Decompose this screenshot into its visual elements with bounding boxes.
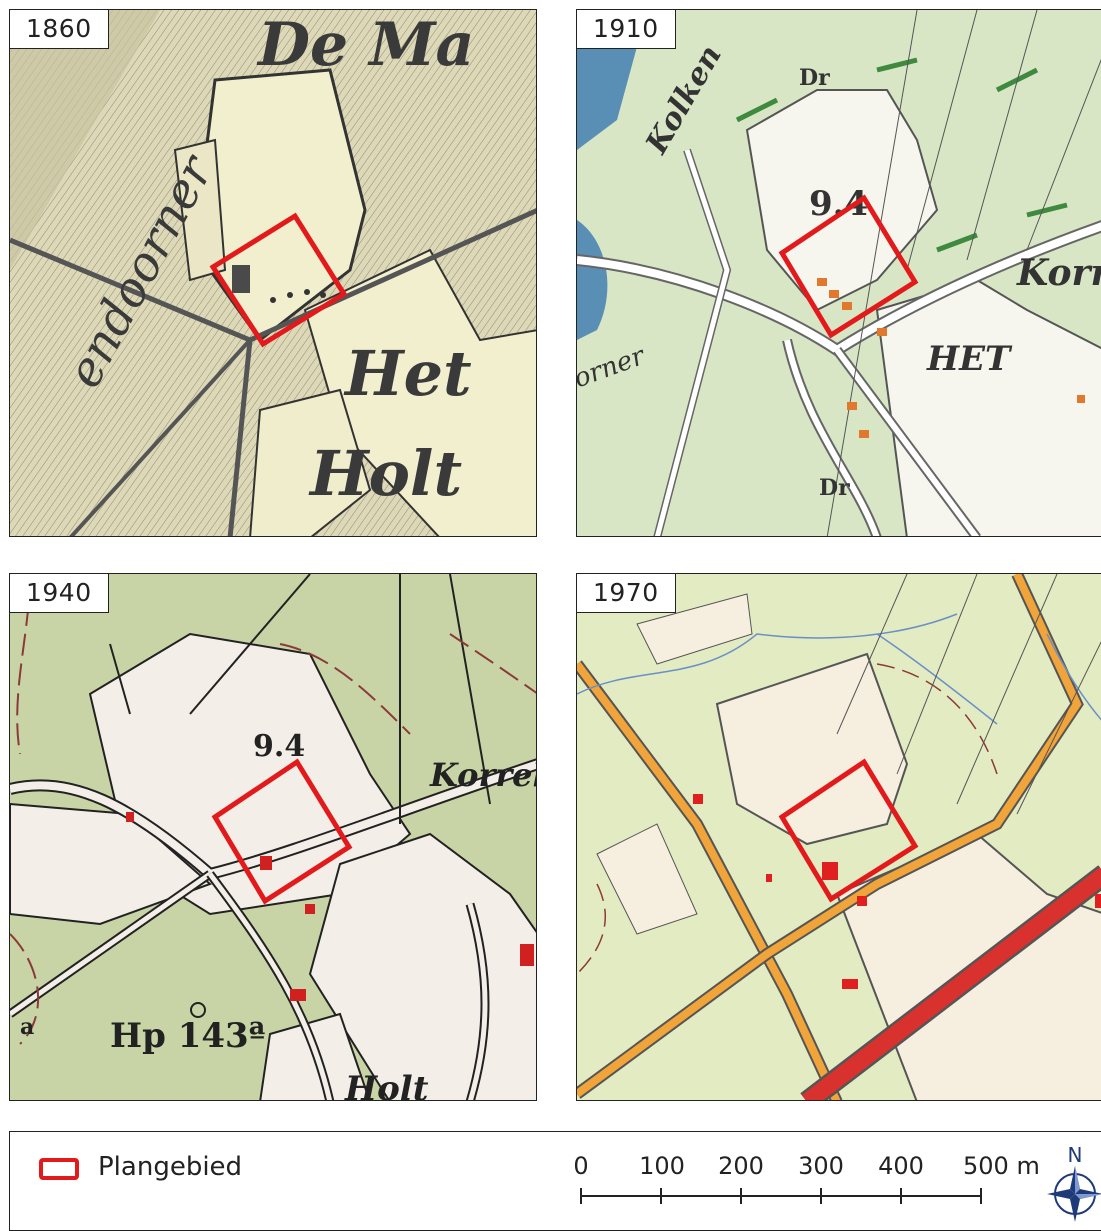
map-label: Korre [1016,252,1101,294]
historic-map-1970 [577,574,1101,1100]
legend-box: Plangebied 0 100 200 300 400 500 m N [9,1131,1101,1231]
north-label: N [1068,1143,1083,1167]
historic-map-1860: De Ma endoorner Het Holt [10,10,536,536]
plangebied-legend-symbol [39,1158,79,1180]
year-label: 1910 [577,10,676,49]
map-label: Dr [819,475,850,501]
map-label: Hp 143ª [110,1016,265,1056]
year-label: 1940 [10,574,109,613]
map-panel-1860: De Ma endoorner Het Holt 1860 [9,9,537,537]
map-label: Holt [344,1069,429,1101]
map-panel-1970: 1970 [576,573,1101,1101]
scale-tick-label: 400 [878,1152,924,1180]
scale-tick-label: 500 m [963,1152,1040,1180]
legend-label: Plangebied [98,1152,243,1182]
map-label: a [20,1014,34,1040]
map-label: HET [926,339,1013,379]
map-label: 9.4 [253,729,305,764]
scale-tick-label: 300 [798,1152,844,1180]
historic-map-1940: 9.4 Korrel Hp 143ª Holt a [10,574,537,1101]
plangebied-outline [211,758,353,905]
map-panel-1940: 9.4 Korrel Hp 143ª Holt a 1940 [9,573,537,1101]
map-label: Korrel [429,756,537,794]
plangebied-outline [778,758,919,903]
year-label: 1860 [10,10,109,49]
year-label: 1970 [577,574,676,613]
map-label: Dr [799,65,830,91]
map-panel-1910: Kolken Dr 9.4 Korre HET orner Dr 1910 [576,9,1101,537]
scale-bar: 0 100 200 300 400 500 m [573,1152,1040,1204]
plangebied-outline [778,194,919,339]
historic-map-1910: Kolken Dr 9.4 Korre HET orner Dr [577,10,1101,536]
scale-tick-label: 200 [718,1152,764,1180]
map-label: Holt [308,437,462,510]
scale-tick-label: 0 [573,1152,588,1180]
plangebied-outline [209,212,348,348]
scale-tick-label: 100 [639,1152,685,1180]
map-label: De Ma [256,10,474,80]
compass-rose-icon: N [1047,1143,1101,1222]
map-label: Het [343,337,472,410]
